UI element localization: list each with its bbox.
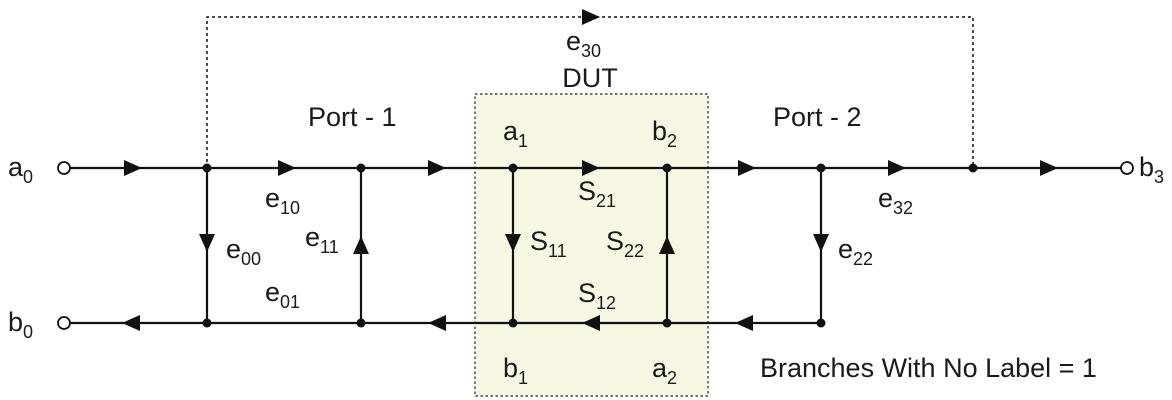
term-s21-label: S21: [578, 176, 616, 211]
junction-node: [662, 318, 672, 328]
arrow-right-icon: [888, 160, 906, 176]
junction-node: [508, 318, 518, 328]
arrow-left-icon: [582, 315, 600, 331]
arrow-down-icon: [199, 234, 215, 252]
port2-label: Port - 2: [773, 102, 862, 132]
arrow-left-icon: [735, 315, 753, 331]
term-e32-label: e32: [878, 183, 913, 218]
node-b2-label: b2: [652, 116, 677, 151]
arrow-up-icon: [659, 236, 675, 254]
term-e11-label: e11: [305, 222, 339, 257]
term-e00-label: e00: [226, 234, 261, 269]
arrow-left-icon: [428, 315, 446, 331]
node-b0-label: b0: [8, 307, 33, 342]
arrow-left-icon: [122, 315, 140, 331]
junction-node: [968, 163, 978, 173]
node-a1-label: a1: [503, 116, 528, 151]
arrow-right-icon: [1040, 160, 1058, 176]
term-s12-label: S12: [578, 278, 616, 313]
arrow-right-icon: [582, 9, 600, 25]
arrow-right-icon: [278, 160, 296, 176]
node-b3-label: b3: [1139, 152, 1164, 187]
dut-title: DUT: [562, 63, 618, 93]
node-a2-label: a2: [652, 353, 677, 388]
term-e01-label: e01: [265, 277, 300, 312]
port1-label: Port - 1: [308, 102, 397, 132]
arrow-right-icon: [124, 160, 142, 176]
arrow-down-icon: [505, 234, 521, 252]
junction-node: [662, 163, 672, 173]
junction-node: [356, 163, 366, 173]
node-a0-label: a0: [8, 152, 33, 187]
term-e22-label: e22: [838, 234, 873, 269]
junction-node: [202, 163, 212, 173]
port-b3-terminal: [1120, 161, 1134, 175]
node-b1-label: b1: [503, 353, 528, 388]
junction-node: [508, 163, 518, 173]
arrow-up-icon: [353, 236, 369, 254]
junction-node: [202, 318, 212, 328]
term-e10-label: e10: [265, 183, 300, 218]
term-s11-label: S11: [530, 226, 567, 261]
arrow-down-icon: [813, 234, 829, 252]
legend-note: Branches With No Label = 1: [760, 353, 1097, 383]
arrow-right-icon: [582, 160, 600, 176]
arrow-right-icon: [738, 160, 756, 176]
junction-node: [816, 318, 826, 328]
junction-node: [816, 163, 826, 173]
junction-node: [356, 318, 366, 328]
term-e30-label: e30: [566, 26, 601, 61]
arrow-right-icon: [428, 160, 446, 176]
port-a0-terminal: [57, 161, 71, 175]
port-b0-terminal: [57, 316, 71, 330]
term-s22-label: S22: [606, 226, 644, 261]
